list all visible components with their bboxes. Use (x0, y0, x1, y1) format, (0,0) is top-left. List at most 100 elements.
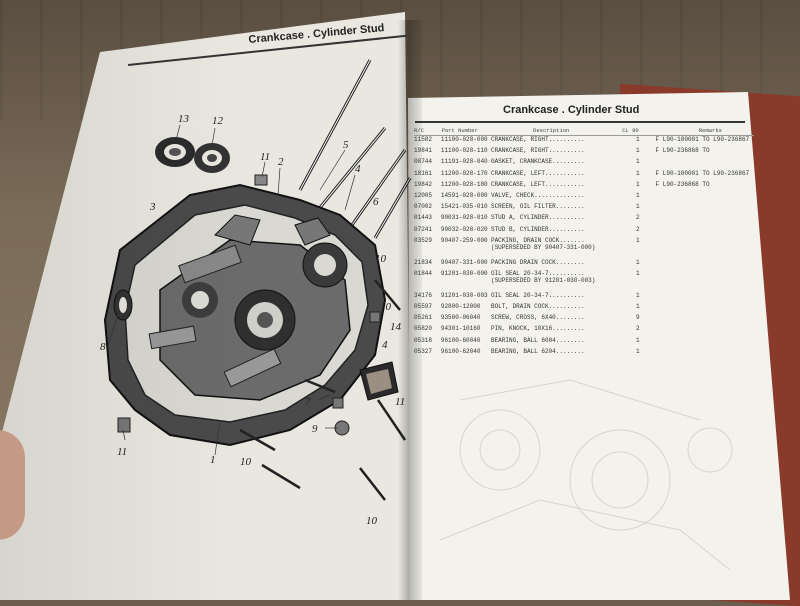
cell-part-number: 11200-028-170 (440, 169, 488, 177)
cell-ref: 11582 (414, 136, 433, 143)
cell-qty: 1 (635, 269, 640, 277)
description-text: CRANKCASE, RIGHT.......... (490, 136, 585, 143)
right-page-title: Crankcase . Cylinder Stud (503, 104, 640, 116)
callout-label: 10 (380, 301, 392, 313)
cell-part-number: 93500-06040 (440, 314, 481, 322)
cell-part-number: 90031-028-010 (440, 214, 488, 222)
cell-part-number: 11191-028-040 (440, 158, 488, 166)
cell-remarks: F L90-236868 TO (655, 147, 710, 155)
cell-part-number: 15421-035-010 (440, 203, 488, 211)
diagram-callouts: 13 12 11 2 5 4 6 3 10 10 14 8 9 7 4 1 10… (100, 113, 405, 527)
cell-description: CRANKCASE, RIGHT.......... (491, 136, 604, 143)
cell-description: GASKET, CRANKCASE......... (491, 158, 604, 165)
cell-qty: 2 (635, 214, 640, 222)
cell-part-number: 90032-028-020 (440, 225, 488, 233)
callout-label: 10 (366, 515, 378, 527)
cell-part-number: 91201-030-003 (440, 291, 488, 299)
cell-ref: 05597 (414, 303, 433, 311)
cell-description: STUD B, CYLINDER.......... (491, 226, 604, 233)
col-remarks-header: Remarks (698, 126, 722, 134)
description-text: OIL SEAL 20-34-7.......... (490, 291, 585, 299)
cell-ref: 19842 (414, 180, 433, 188)
callout-label: 11 (395, 396, 405, 408)
description-text: OIL SEAL 20-34-7.......... (490, 269, 585, 277)
cell-qty: 1 (635, 191, 640, 199)
cell-qty: 1 (635, 347, 640, 355)
cell-description: PIN, KNOCK, 10X16......... (491, 325, 604, 332)
callout-label: 10 (375, 253, 387, 265)
cell-remarks: F L90-236868 TO (655, 180, 710, 188)
cell-description: SCREEN, OIL FILTER........ (491, 203, 604, 210)
description-text: PACKING, DRAIN COCK....... (490, 236, 585, 244)
cell-qty: 1 (635, 169, 640, 177)
callout-label: 1 (210, 454, 216, 466)
cell-qty: 1 (635, 158, 640, 166)
description-text: BOLT, DRAIN COCK.......... (490, 303, 585, 311)
callout-label: 7 (305, 396, 311, 408)
cell-description: VALVE, CHECK.............. (491, 192, 604, 199)
callout-label: 5 (343, 139, 349, 151)
callout-label: 4 (382, 339, 388, 351)
cell-ref: 08744 (414, 158, 433, 166)
cell-description: CRANKCASE, LEFT........... (491, 170, 604, 177)
cell-ref: 07002 (414, 203, 433, 211)
cell-ref: 18161 (414, 169, 433, 177)
cell-remarks: F L90-100001 TO L90-236867 (655, 169, 750, 177)
cell-part-number: 11100-028-110 (440, 147, 488, 155)
table-header-row: R/C Part Number Description CL 90 Remark… (414, 125, 754, 136)
faint-background-print (439, 379, 733, 571)
cell-description: PACKING DRAIN COCK........ (491, 259, 604, 266)
cell-ref: 19841 (414, 147, 433, 155)
callout-label: 3 (149, 201, 156, 213)
cell-qty: 1 (635, 147, 640, 155)
description-text: SCREEN, OIL FILTER........ (490, 203, 585, 211)
cell-part-number: 91201-030-000 (440, 269, 488, 277)
cell-qty: 1 (635, 303, 640, 311)
callout-label: 2 (278, 156, 284, 168)
cell-description: CRANKCASE, LEFT........... (491, 181, 604, 188)
cell-qty: 1 (635, 236, 640, 244)
cell-ref: 05318 (414, 336, 433, 344)
cell-ref: 34176 (414, 291, 433, 299)
description-text: GASKET, CRANKCASE......... (490, 158, 585, 166)
cell-part-number: 90407-259-000 (440, 236, 488, 244)
cell-description: OIL SEAL 20-34-7.......... (491, 292, 604, 299)
cell-ref: 12005 (414, 191, 433, 199)
cell-qty: 9 (635, 314, 640, 322)
cell-ref: 01844 (414, 269, 433, 277)
callout-label: 6 (373, 196, 379, 208)
cell-ref: 05820 (414, 325, 433, 333)
description-text: STUD A, CYLINDER.......... (490, 214, 585, 222)
screws (239, 279, 407, 501)
callout-label: 11 (260, 151, 270, 163)
thumb (0, 430, 25, 540)
col-desc-header: Description (533, 126, 570, 134)
cell-ref: 21834 (414, 258, 433, 266)
parts-list-table: R/C Part Number Description CL 90 Remark… (414, 125, 754, 359)
cell-ref: 03529 (414, 236, 433, 244)
description-text: BEARING, BALL 6204........ (490, 347, 585, 355)
cell-part-number: 11200-028-180 (440, 180, 488, 188)
col-ref-header: R/C (414, 126, 424, 134)
bearing-parts (155, 137, 268, 186)
cell-part-number: 96100-60040 (440, 336, 481, 344)
col-qty-header: CL 90 (622, 126, 639, 134)
cell-part-number: 96100-62040 (440, 347, 481, 355)
cell-ref: 05261 (414, 314, 433, 322)
callout-label: 4 (355, 163, 361, 175)
cell-qty: 1 (635, 291, 640, 299)
cell-description: BEARING, BALL 6204........ (491, 348, 604, 355)
callout-label: 12 (212, 115, 224, 127)
